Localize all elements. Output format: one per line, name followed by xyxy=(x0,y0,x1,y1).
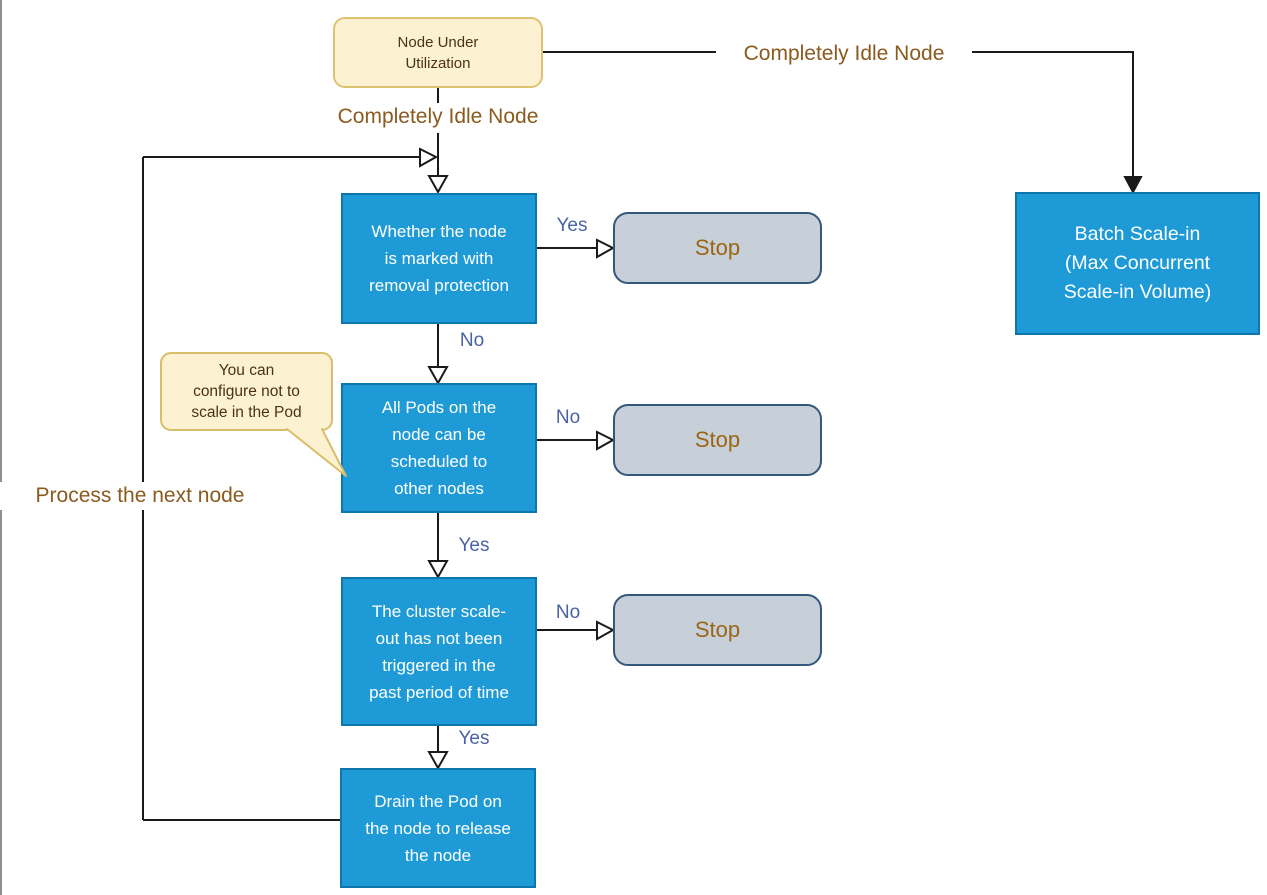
edge-start-to-check xyxy=(427,88,449,195)
label-pods-yes: Yes xyxy=(458,535,490,556)
node-check-removal-protection: Whether the node is marked with removal … xyxy=(341,193,537,324)
node-stop-2: Stop xyxy=(613,404,822,476)
arrowhead-down-hollow xyxy=(427,175,449,195)
left-edge-line xyxy=(0,0,2,895)
arrowhead-down-hollow xyxy=(427,751,449,771)
node-check-scaleout-not-triggered: The cluster scale- out has not been trig… xyxy=(341,577,537,726)
label-completely-idle-node-top: Completely Idle Node xyxy=(307,103,569,131)
edge-protection-no-down xyxy=(427,324,449,386)
callout-tail xyxy=(286,428,347,477)
arrowhead-right-hollow xyxy=(596,620,616,641)
edge-scaleout-no-to-stop3 xyxy=(537,620,616,641)
callout-configure-not-to-scale-in: You can configure not to scale in the Po… xyxy=(160,352,333,431)
label-completely-idle-node-right: Completely Idle Node xyxy=(716,40,972,68)
label-protection-yes: Yes xyxy=(556,215,588,236)
node-stop-3: Stop xyxy=(613,594,822,666)
arrowhead-down-hollow xyxy=(427,560,449,580)
label-scaleout-yes: Yes xyxy=(458,728,490,749)
node-batch-scale-in: Batch Scale-in (Max Concurrent Scale-in … xyxy=(1015,192,1260,335)
edge-start-to-batch xyxy=(543,51,1143,195)
arrowhead-right-hollow xyxy=(596,430,616,451)
label-pods-no: No xyxy=(555,407,581,428)
edge-pods-no-to-stop2 xyxy=(537,430,616,451)
edge-protection-yes-to-stop1 xyxy=(537,238,616,259)
node-drain-pod-release-node: Drain the Pod on the node to release the… xyxy=(340,768,536,888)
node-stop-1: Stop xyxy=(613,212,822,284)
edge-scaleout-yes-down xyxy=(427,726,449,771)
edge-pods-yes-down xyxy=(427,513,449,580)
arrowhead-down-solid xyxy=(1123,176,1143,195)
label-protection-no: No xyxy=(459,330,485,351)
arrowhead-down-hollow xyxy=(427,366,449,386)
label-process-the-next-node: Process the next node xyxy=(0,482,280,510)
node-node-under-utilization: Node Under Utilization xyxy=(333,17,543,88)
label-scaleout-no: No xyxy=(555,602,581,623)
node-check-pods-schedulable: All Pods on the node can be scheduled to… xyxy=(341,383,537,513)
arrowhead-right-hollow xyxy=(596,238,616,259)
arrowhead-right-hollow xyxy=(419,147,439,168)
